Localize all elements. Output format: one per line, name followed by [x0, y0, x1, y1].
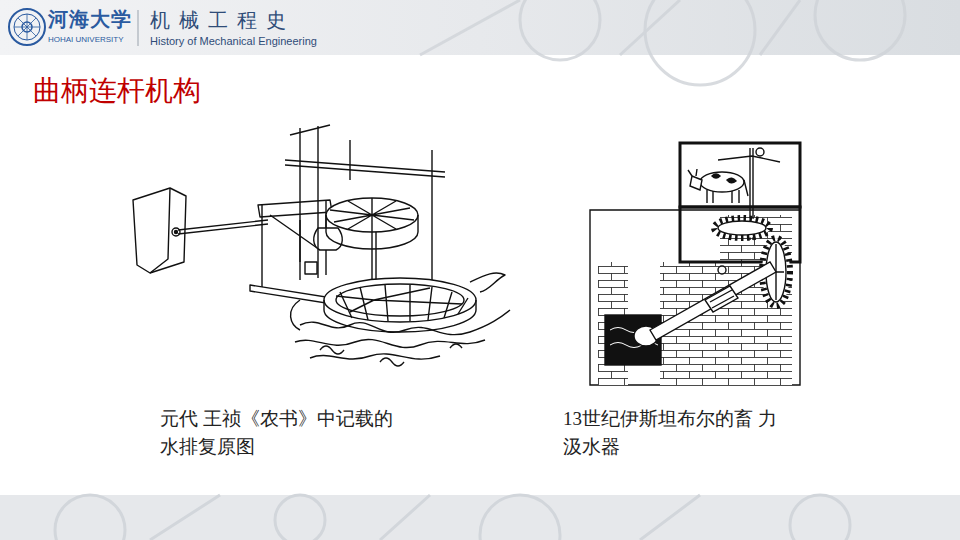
illustration-stroke	[270, 215, 320, 262]
illustration-stroke	[326, 198, 418, 232]
course-name-en: History of Mechanical Engineering	[150, 35, 317, 48]
illustration-stroke	[650, 262, 776, 340]
illustration-stroke	[275, 495, 325, 540]
illustration-stroke	[291, 300, 300, 330]
illustration-stroke	[420, 0, 905, 85]
illustration-stroke	[150, 495, 700, 540]
illustration-stroke	[175, 231, 178, 234]
illustration-stroke	[645, 0, 755, 85]
water-bellows-illustration	[133, 125, 510, 366]
university-name-en: HOHAI UNIVERSITY	[48, 35, 124, 45]
illustration-stroke	[14, 14, 40, 40]
illustration-stroke	[705, 286, 738, 312]
illustration-stroke	[520, 0, 600, 60]
illustration-stroke	[700, 172, 744, 192]
slide-title: 曲柄连杆机构	[33, 74, 201, 108]
course-name: 机 械 工 程 史	[150, 8, 288, 32]
illustration-stroke	[718, 156, 780, 162]
illustration-stroke	[14, 14, 40, 40]
illustration-stroke	[55, 495, 125, 540]
illustration-stroke	[150, 188, 170, 273]
illustration-stroke	[756, 148, 764, 156]
illustration-stroke	[55, 495, 850, 540]
illustration-stroke	[138, 10, 139, 46]
animal-water-lifter-illustration	[590, 143, 800, 385]
illustration-stroke	[305, 262, 317, 274]
illustration-stroke	[300, 310, 510, 335]
illustration-stroke	[172, 228, 180, 236]
university-name: 河海大学	[48, 7, 132, 31]
header-band	[0, 0, 960, 85]
university-emblem	[9, 9, 45, 45]
illustration-stroke	[605, 315, 661, 365]
illustration-stroke	[718, 221, 766, 235]
illustration-stroke	[324, 300, 476, 332]
illustration-stroke	[133, 188, 186, 273]
illustration-stroke	[336, 284, 464, 316]
illustration-stroke	[324, 278, 476, 322]
illustration-stroke	[815, 0, 905, 60]
illustration-stroke	[420, 0, 800, 55]
illustration-stroke	[310, 354, 440, 359]
illustration-stroke	[710, 290, 734, 308]
illustration-stroke	[707, 180, 748, 203]
figure-caption: 元代 王祯《农书》中记载的 水排复原图	[160, 405, 402, 460]
illustration-stroke	[688, 169, 697, 176]
illustration-stroke	[712, 174, 736, 183]
illustration-stroke	[714, 218, 770, 238]
illustration-stroke	[300, 126, 432, 282]
illustration-stroke	[590, 210, 800, 385]
illustration-stroke	[718, 266, 726, 274]
illustration-stroke	[470, 273, 505, 292]
illustration-stroke	[480, 495, 560, 540]
illustration-stroke	[320, 344, 462, 366]
illustration-stroke	[330, 198, 414, 232]
figure-caption: 13世纪伊斯坦布尔的畜 力汲水器	[563, 405, 779, 460]
illustration-stroke	[9, 9, 45, 45]
illustration-stroke	[178, 220, 268, 234]
illustration-stroke	[258, 200, 332, 217]
illustration-stroke	[336, 288, 462, 312]
illustration-stroke	[790, 495, 850, 540]
illustration-stroke	[680, 143, 800, 207]
illustration-stroke	[690, 176, 702, 190]
illustration-stroke	[285, 125, 445, 177]
footer-band	[0, 495, 960, 540]
